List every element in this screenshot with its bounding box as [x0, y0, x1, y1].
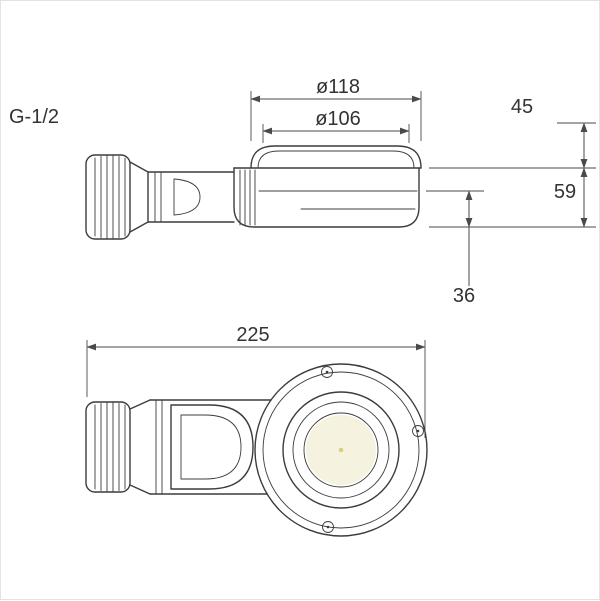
dim59-label: 59 — [554, 181, 576, 203]
inner-fitting — [173, 178, 201, 216]
plan-nut-outline — [85, 401, 131, 493]
nut-ribs — [94, 155, 126, 239]
pipe-joint-lines — [154, 171, 162, 223]
dia118-label: ø118 — [316, 76, 360, 98]
center-mark — [338, 447, 344, 453]
inlet-pipe — [147, 171, 235, 223]
dim225-extension-lines — [86, 340, 426, 438]
flange-outer-circle — [254, 363, 428, 537]
screw-right — [412, 425, 424, 437]
plan-inlet-taper — [129, 399, 151, 495]
dia106-label: ø106 — [315, 108, 361, 130]
plan-inner-housing — [170, 404, 254, 490]
flange-dome-circle — [303, 412, 379, 488]
dim45-label: 45 — [511, 96, 533, 118]
screw-bottom — [322, 521, 334, 533]
plan-view: 225 — [85, 324, 428, 537]
thread-size-label: G-1/2 — [9, 106, 59, 128]
side-view — [85, 145, 422, 240]
plan-inner-housing-detail — [180, 414, 242, 480]
union-ribs — [239, 169, 256, 226]
flange-inner-circle — [292, 401, 390, 499]
flange-cap — [250, 145, 422, 169]
dim225-label: 225 — [236, 324, 269, 346]
plan-housing-outline — [149, 399, 272, 495]
dim36-label: 36 — [453, 285, 475, 307]
flange-mid-circle — [282, 391, 400, 509]
trap-body — [233, 167, 420, 228]
flange-bolt-circle — [262, 371, 420, 529]
dim45-extension-lines — [429, 122, 596, 169]
inlet-taper — [129, 161, 149, 233]
plan-joint-lines — [155, 399, 163, 495]
compression-nut-outline — [85, 154, 131, 240]
screw-top — [321, 366, 333, 378]
flange-cap-inner — [257, 150, 415, 169]
side-dimensions: ø118 ø106 45 59 36 — [250, 76, 596, 307]
plan-nut-ribs — [94, 402, 126, 492]
